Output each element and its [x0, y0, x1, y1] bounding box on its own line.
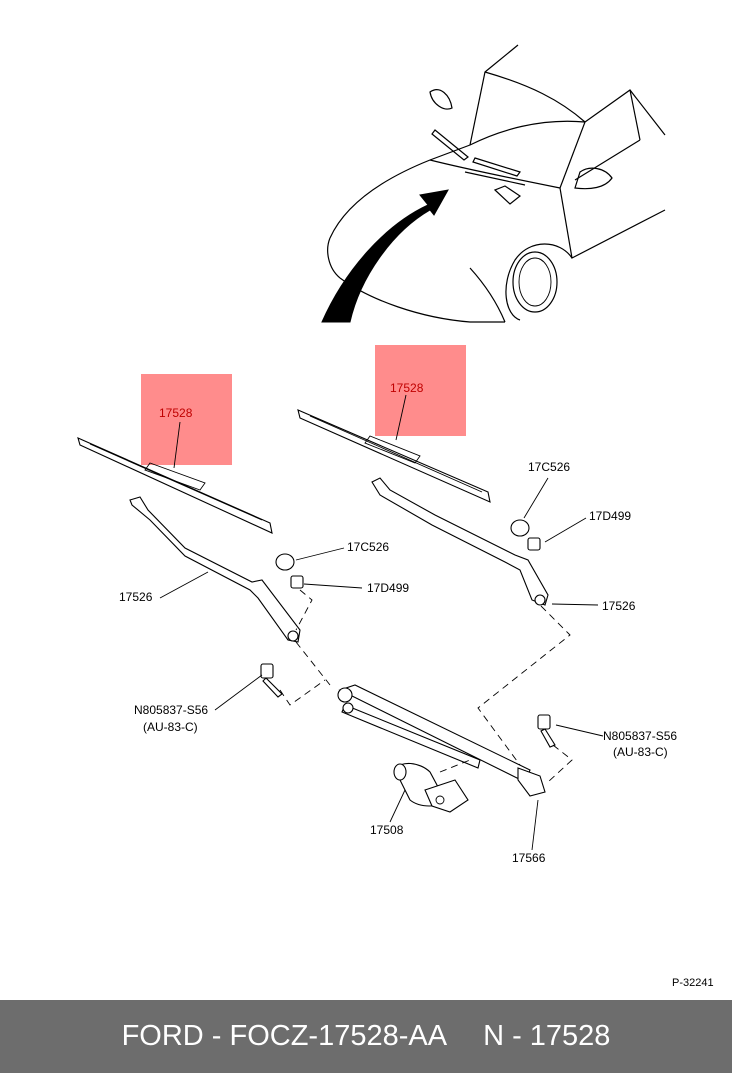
callout-nut-left: 17D499 [367, 581, 409, 595]
assembly-line-6 [439, 759, 471, 773]
wiper-arm-right [371, 477, 549, 606]
highlight-box-right [375, 345, 466, 436]
callout-bolt-right: N805837-S56 [603, 729, 677, 743]
car-illustration [327, 44, 666, 323]
callout-bolt-right-spec: (AU-83-C) [613, 745, 668, 759]
wiper-motor [393, 762, 469, 813]
callout-arm-right: 17526 [602, 599, 636, 613]
callout-cap-left: 17C526 [347, 540, 389, 554]
assembly-line-1 [295, 641, 331, 686]
wiper-parts-diagram: 17528 17528 17526 17526 17C526 17C526 17… [77, 44, 714, 989]
part-number-footer: FORD - FOCZ-17528-AA N - 17528 [0, 1000, 732, 1073]
callout-bolt-left-spec: (AU-83-C) [143, 720, 198, 734]
wiper-linkage [337, 684, 546, 797]
bolt-left [260, 663, 283, 698]
cap-right [510, 519, 530, 537]
callout-motor: 17508 [370, 823, 404, 837]
callout-blade-right: 17528 [390, 381, 424, 395]
location-arrow [321, 189, 449, 323]
callout-cap-right: 17C526 [528, 460, 570, 474]
footer-left: FORD - FOCZ-17528-AA [121, 1020, 448, 1052]
highlight-box-left [141, 374, 232, 465]
assembly-line-5 [295, 589, 313, 631]
figure-id: P-32241 [672, 977, 714, 989]
assembly-line-2 [477, 605, 571, 766]
callout-blade-left: 17528 [159, 406, 193, 420]
callout-nut-right: 17D499 [589, 509, 631, 523]
assembly-line-3 [279, 679, 326, 706]
callout-bolt-left: N805837-S56 [134, 703, 208, 717]
callout-arm-left: 17526 [119, 590, 153, 604]
assembly-line-4 [547, 744, 573, 783]
nut-left [290, 575, 304, 589]
wiper-blade-left [77, 437, 273, 534]
wiper-blade-right [297, 409, 491, 503]
wiper-arm-left [129, 496, 301, 643]
callout-pivot: 17566 [512, 851, 546, 865]
leader-lines [159, 394, 604, 851]
footer-right: N - 17528 [483, 1020, 611, 1052]
cap-left [275, 553, 295, 571]
bolt-right [537, 714, 556, 748]
nut-right [527, 537, 541, 551]
